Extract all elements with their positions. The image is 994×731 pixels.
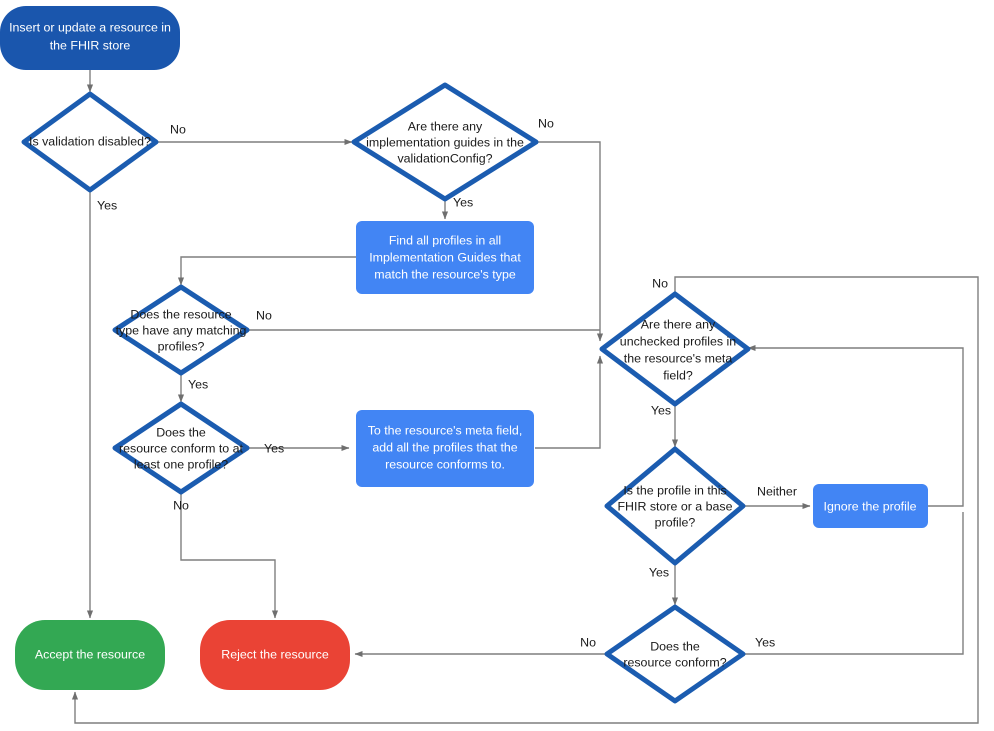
add-profiles-meta-shape [356, 410, 534, 487]
conform-one-profile-shape [112, 401, 250, 495]
start-shape [0, 6, 180, 70]
add-profiles-meta-label: To the resource's meta field, [368, 423, 523, 437]
node-accept[interactable]: Accept the resource [15, 620, 165, 690]
edge-label-matching-profiles-no: No [256, 308, 272, 322]
is-validation-disabled-label: Is validation disabled? [29, 134, 151, 148]
node-ignore-profile[interactable]: Ignore the profile [813, 484, 928, 528]
implementation-guides-label: Are there any [408, 119, 483, 133]
matching-profiles-label-line3: profiles? [158, 339, 205, 353]
edge-label-profile-in-store-neither: Neither [757, 484, 797, 498]
reject-label: Reject the resource [221, 647, 329, 661]
edge-label-validation-disabled-no: No [170, 122, 186, 136]
edge-label-resource-conform-no: No [580, 635, 596, 649]
add-profiles-meta-label-line3: resource conforms to. [385, 457, 505, 471]
ignore-profile-shape [813, 484, 928, 528]
is-validation-disabled-shape [21, 91, 159, 193]
edge-label-validation-disabled-yes: Yes [97, 198, 117, 212]
edge-label-unchecked-profiles-no: No [652, 276, 668, 290]
node-add-profiles-meta[interactable]: To the resource's meta field, add all th… [356, 410, 534, 487]
node-resource-conform[interactable]: Does the resource conform? [604, 604, 746, 704]
resource-conform-label: Does the [650, 639, 700, 653]
edge-label-conform-one-profile-yes: Yes [264, 441, 284, 455]
connector-layer [71, 70, 979, 724]
edge-ignore-profile-to-unchecked-profiles [747, 344, 964, 507]
node-profile-in-store[interactable]: Is the profile in this FHIR store or a b… [604, 446, 746, 566]
edge-label-implementation-guides-yes: Yes [453, 195, 473, 209]
node-reject[interactable]: Reject the resource [200, 620, 350, 690]
reject-shape [200, 620, 350, 690]
conform-one-profile-label: Does the [156, 425, 206, 439]
node-start[interactable]: Insert or update a resource in the FHIR … [0, 6, 180, 70]
implementation-guides-shape [351, 82, 539, 202]
find-profiles-label-line3: match the resource's type [374, 267, 516, 281]
ignore-profile-label: Ignore the profile [824, 499, 917, 513]
find-profiles-label-line2: Implementation Guides that [369, 250, 521, 264]
add-profiles-meta-label-line2: add all the profiles that the [372, 440, 517, 454]
implementation-guides-label-line2: implementation guides in the [366, 135, 524, 149]
unchecked-profiles-label: Are there any [641, 317, 716, 331]
find-profiles-label: Find all profiles in all [389, 233, 501, 247]
accept-label: Accept the resource [35, 647, 145, 661]
node-find-profiles[interactable]: Find all profiles in all Implementation … [356, 221, 534, 294]
node-is-validation-disabled[interactable]: Is validation disabled? [21, 91, 159, 193]
profile-in-store-label-line2: FHIR store or a base [617, 499, 732, 513]
unchecked-profiles-label-line2: unchecked profiles in [620, 334, 737, 348]
resource-conform-shape [604, 604, 746, 704]
edge-unchecked-profiles-no [71, 276, 979, 724]
accept-shape [15, 620, 165, 690]
edge-label-matching-profiles-yes: Yes [188, 377, 208, 391]
node-implementation-guides[interactable]: Are there any implementation guides in t… [351, 82, 539, 202]
profile-in-store-label-line3: profile? [655, 515, 696, 529]
profile-in-store-shape [604, 446, 746, 566]
matching-profiles-label: Does the resource [130, 307, 231, 321]
edge-conform-one-profile-no [180, 494, 279, 619]
matching-profiles-label-line2: type have any matching [116, 323, 247, 337]
implementation-guides-label-line3: validationConfig? [397, 151, 492, 165]
profile-in-store-label: Is the profile in this [623, 483, 726, 497]
unchecked-profiles-label-line3: the resource's meta [624, 351, 733, 365]
edge-label-conform-one-profile-no: No [173, 498, 189, 512]
start-label: Insert or update a resource in [9, 20, 171, 34]
find-profiles-shape [356, 221, 534, 294]
edge-resource-conform-yes [743, 512, 964, 655]
edge-label-unchecked-profiles-yes: Yes [651, 403, 671, 417]
resource-conform-label-line2: resource conform? [623, 655, 726, 669]
node-conform-one-profile[interactable]: Does the resource conform to at least on… [112, 401, 250, 495]
conform-one-profile-label-line2: resource conform to at [119, 441, 244, 455]
edge-label-profile-in-store-yes: Yes [649, 565, 669, 579]
edge-label-resource-conform-yes: Yes [755, 635, 775, 649]
edge-add-profiles-meta-to-unchecked-profiles [535, 355, 604, 449]
node-unchecked-profiles[interactable]: Are there any unchecked profiles in the … [599, 291, 751, 407]
edge-implementation-guides-no [538, 141, 604, 342]
start-label-line2: the FHIR store [50, 38, 131, 52]
conform-one-profile-label-line3: least one profile? [134, 457, 228, 471]
node-matching-profiles[interactable]: Does the resource type have any matching… [112, 284, 250, 376]
unchecked-profiles-shape [599, 291, 751, 407]
matching-profiles-shape [112, 284, 250, 376]
edge-label-implementation-guides-no: No [538, 116, 554, 130]
edge-find-profiles-to-matching-profiles [177, 256, 356, 286]
unchecked-profiles-label-line4: field? [663, 368, 693, 382]
